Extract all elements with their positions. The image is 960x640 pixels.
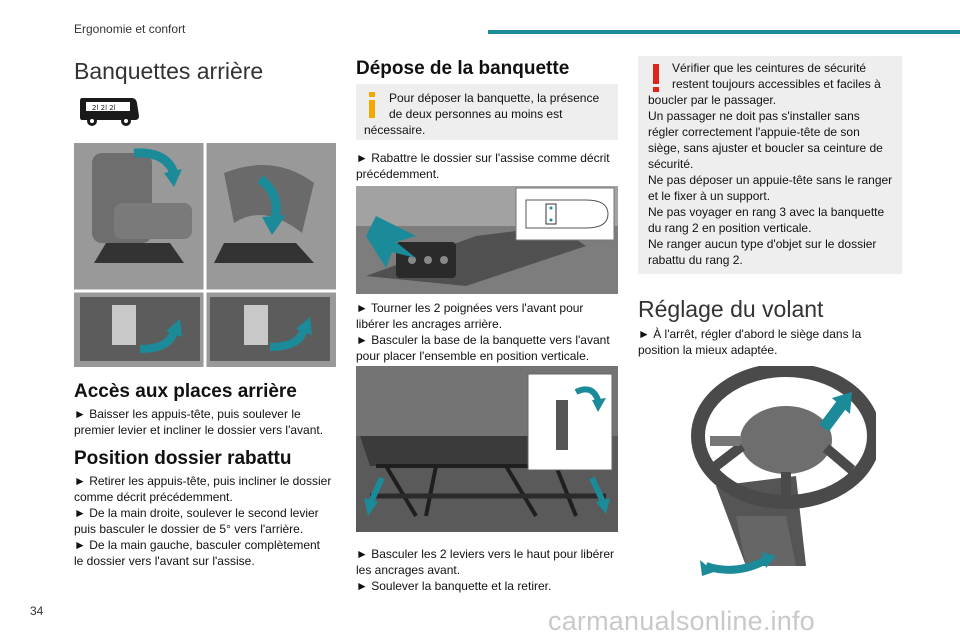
text-volant: ► À l'arrêt, régler d'abord le siège dan… <box>638 327 862 357</box>
info-icon <box>369 92 375 118</box>
warning-note: Vérifier que les ceintures de sécurité r… <box>638 56 902 274</box>
text-leviers: ► Basculer les 2 leviers vers le haut po… <box>356 547 614 593</box>
title-reglage-volant: Réglage du volant <box>638 296 824 322</box>
watermark: carmanualsonline.info <box>548 606 815 636</box>
text-acces: ► Baisser les appuis-tête, puis soulever… <box>74 407 324 437</box>
warning-icon <box>653 64 659 92</box>
figure-seat-folding <box>74 143 336 367</box>
text-rabattre: ► Rabattre le dossier sur l'assise comme… <box>356 151 610 181</box>
heading-depose-banquette: Dépose de la banquette <box>356 58 570 79</box>
heading-acces-places: Accès aux places arrière <box>74 381 297 402</box>
text-poignees: ► Tourner les 2 poignées vers l'avant po… <box>356 301 610 363</box>
svg-text:2l 2l 2l: 2l 2l 2l <box>92 104 116 112</box>
warning-body: boucler par le passager. Un passager ne … <box>648 93 893 267</box>
van-icon: 2l 2l 2l <box>80 98 139 126</box>
figure-poignees <box>356 186 618 294</box>
page-number: 34 <box>30 604 44 618</box>
title-banquettes-arriere: Banquettes arrière <box>74 58 264 84</box>
text-position: ► Retirer les appuis-tête, puis incliner… <box>74 474 332 568</box>
info-note: Pour déposer la banquette, la présence d… <box>356 84 618 140</box>
figure-leviers <box>356 366 618 532</box>
header-accent-bar <box>488 30 960 34</box>
heading-position-dossier: Position dossier rabattu <box>74 448 292 469</box>
section-header: Ergonomie et confort <box>74 22 186 36</box>
figure-steering-wheel <box>691 366 876 576</box>
